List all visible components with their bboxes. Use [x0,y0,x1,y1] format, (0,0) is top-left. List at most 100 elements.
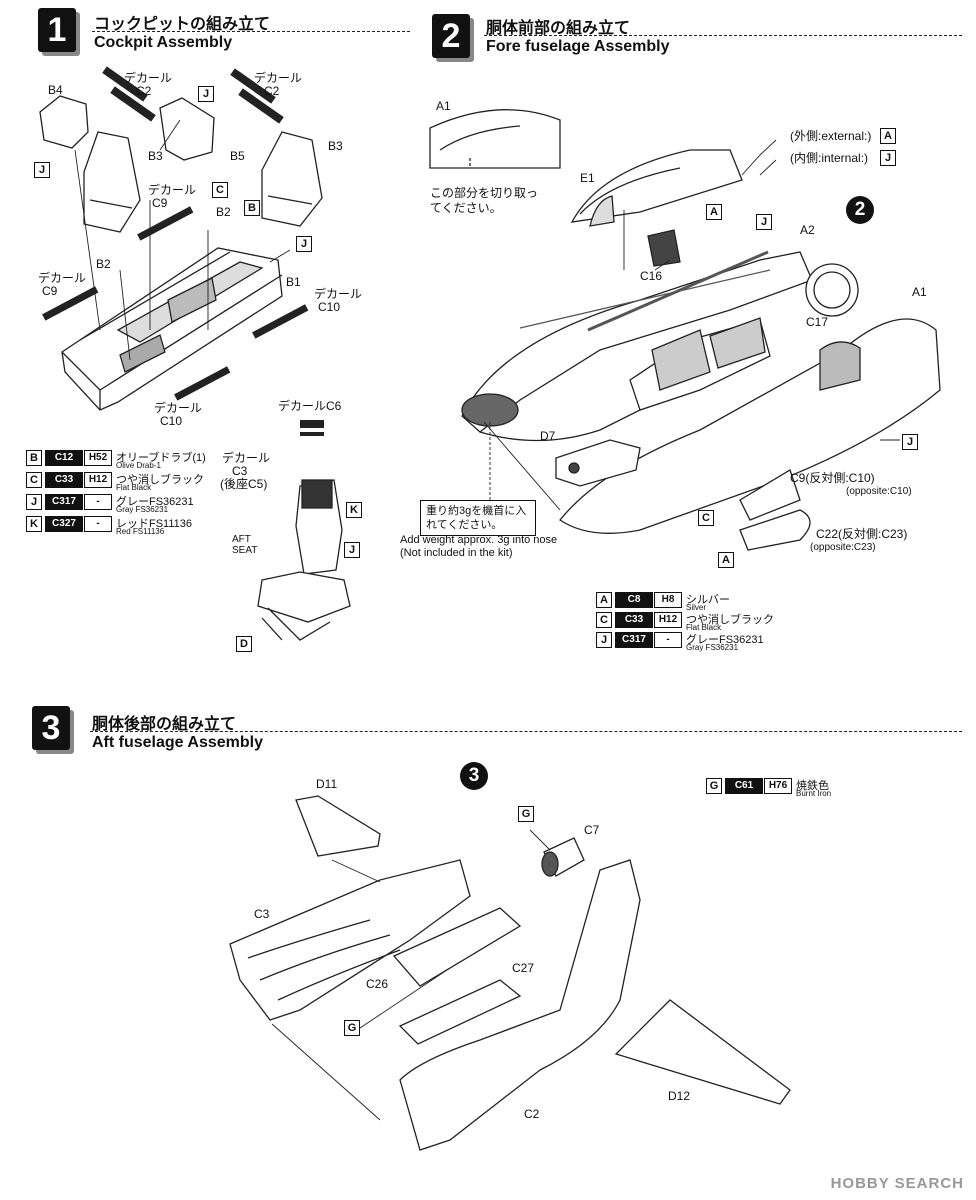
legend-jp: つや消しブラック [686,614,774,626]
legend-jp: 焼鉄色 [796,780,829,792]
legend-step2-j: J C317 - グレーFS36231 Gray FS36231 [596,632,796,666]
legend-en: Burnt Iron [796,789,832,798]
callout-a2-step2: A [718,552,734,568]
part-c22-en: (opposite:C23) [810,542,876,553]
legend-en: Silver [686,603,707,612]
aft-half-c2-drawing [399,859,641,1151]
legend-key: B [26,450,42,466]
legend-key: C [596,612,612,628]
cut-note: この部分を切り取ってください。 [430,186,539,215]
callout-g2: G [344,1020,360,1036]
legend-jp: シルバー [686,594,730,606]
part-d-callout: D [236,636,252,652]
callout-j3: J [296,236,312,252]
decal-c3: C3 [232,464,248,478]
legend-jp: グレーFS36231 [116,496,194,508]
decal-c3-jp: デカール [222,451,271,465]
step-1-number: 1 [38,8,76,52]
callout-k1: K [346,502,362,518]
legend-key: C [26,472,42,488]
decal-c6: デカールC6 [278,399,342,413]
callout-a-external: A [880,128,896,144]
step-3-title-jp: 胴体後部の組み立て [92,716,237,733]
step-2-title-jp: 胴体前部の組み立て [486,20,631,37]
part-d12: D12 [668,1089,691,1103]
legend-key: J [26,494,42,510]
legend-h-code: H12 [84,472,112,488]
legend-en: Flat Black [686,623,722,632]
legend-en: Gray FS36231 [686,643,739,652]
step-3-number: 3 [32,706,70,750]
legend-code: C12 [45,450,83,466]
legend-step2-c: C C33 H12 つや消しブラック Flat Black [596,612,796,646]
part-b2a: B2 [216,205,231,219]
callout-j2: J [34,162,50,178]
legend-jp: グレーFS36231 [686,634,764,646]
legend-step2-a: A C8 H8 シルバー Silver [596,592,796,626]
callout-g1: G [518,806,534,822]
callout-j1: J [198,86,214,102]
legend-key: A [596,592,612,608]
fore-fuselage-drawing [461,250,813,442]
decal-strips [42,66,324,436]
part-c2: C2 [524,1107,540,1121]
step-2-circle-number: 2 [846,196,874,224]
legend-code: C8 [615,592,653,608]
step-2-title-en: Fore fuselage Assembly [486,38,670,55]
legend-h-code: H8 [654,592,682,608]
legend-code: C33 [45,472,83,488]
part-b3b: B3 [328,139,343,153]
part-c17: C17 [806,315,829,329]
decal-c9a: C9 [152,196,168,210]
legend-jp: つや消しブラック [116,474,204,486]
stabilizer-d12-drawing [614,999,791,1105]
external-label: (外側:external:) [790,129,872,143]
legend-step1-b: B C12 H52 オリーブドラブ(1) Olive Drab-1 [26,450,226,484]
step-2-rule [484,35,962,36]
legend-step1-k: K C327 - レッドFS11136 Red FS11136 [26,516,226,550]
callout-j1-step2: J [756,214,772,230]
decal-c10a: C10 [318,300,341,314]
legend-code: C327 [45,516,83,532]
step-3-title-en: Aft fuselage Assembly [92,734,264,751]
legend-en: Olive Drab-1 [116,461,161,470]
step-2-number: 2 [432,14,470,58]
weight-note-en: Add weight approx. 3g into nose (Not inc… [400,534,558,559]
step-3-circle-number: 3 [460,762,488,790]
callout-a1: A [706,204,722,220]
decal-c3-note: (後座C5) [220,477,268,491]
aft-fore-fuselage-drawing [559,318,941,551]
c26-c27-drawing [392,907,522,1045]
legend-code: C33 [615,612,653,628]
callout-j-internal: J [880,150,896,166]
part-d11: D11 [316,777,338,791]
nozzle-c7-drawing [541,837,585,877]
part-a1-inset: A1 [436,99,451,113]
callout-c1: C [212,182,228,198]
legend-h-code: - [84,494,112,510]
part-b1: B1 [286,275,301,289]
legend-h-code: H52 [84,450,112,466]
part-c27: C27 [512,961,535,975]
weight-note-jp: 重り約3gを機首に入れてください。 [420,500,536,536]
canopy-drawing [570,149,743,227]
internal-label: (内側:internal:) [790,151,869,165]
step-1-rule [92,31,410,32]
decal-c2a: C2 [136,84,152,98]
part-e1: E1 [580,171,595,185]
part-b4: B4 [48,83,63,97]
decal-c2a-jp: デカール [124,71,173,85]
part-c9: C9(反対側:C10) [790,471,875,485]
part-a1: A1 [912,285,927,299]
step-1-title-en: Cockpit Assembly [94,34,233,51]
legend-en: Gray FS36231 [116,505,169,514]
decal-c9a-jp: デカール [148,183,197,197]
legend-code: C317 [615,632,653,648]
legend-h-code: H76 [764,778,792,794]
legend-en: Red FS11136 [116,527,165,536]
decal-c2b-jp: デカール [254,71,303,85]
legend-code: C61 [725,778,763,794]
legend-jp: オリーブドラブ(1) [116,452,206,464]
callout-j2-step2: J [902,434,918,450]
step-3-rule [90,731,962,732]
